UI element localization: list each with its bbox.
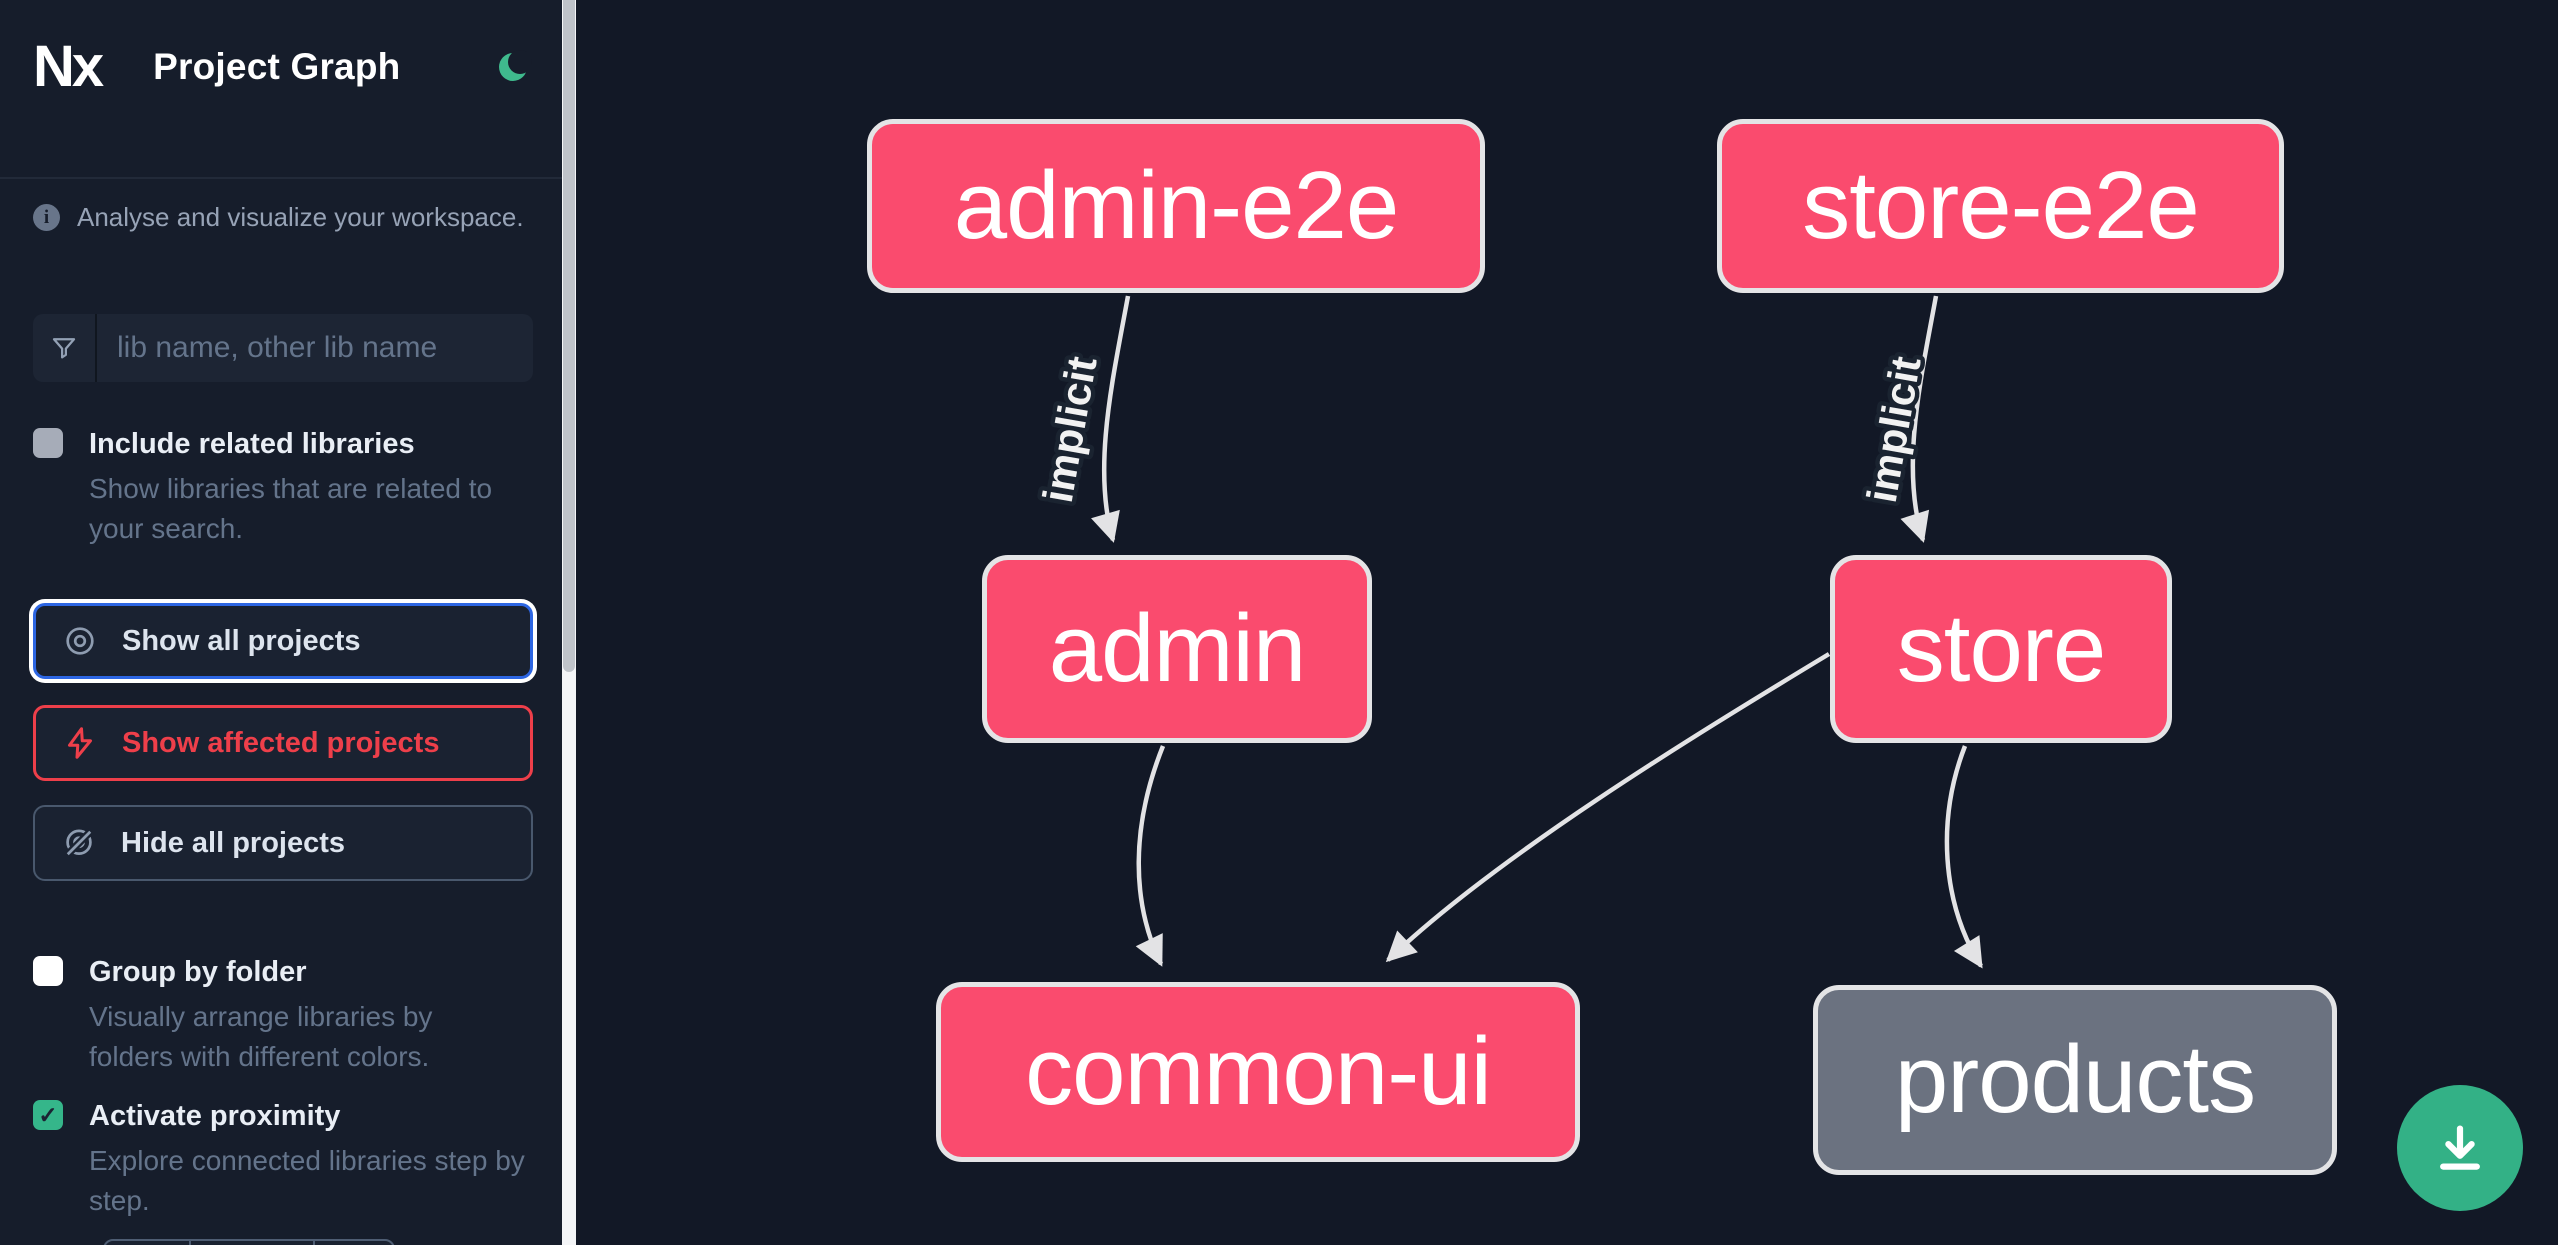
tagline-row: i Analyse and visualize your workspace.: [33, 202, 524, 233]
edge-label-implicit-left: implicit: [1034, 353, 1106, 506]
tagline-text: Analyse and visualize your workspace.: [77, 202, 524, 232]
include-related-option[interactable]: Include related libraries Show libraries…: [33, 424, 541, 549]
edge-store-to-products: [1944, 745, 1983, 969]
stepper-increment[interactable]: [313, 1239, 395, 1245]
download-icon: [2440, 1125, 2480, 1170]
edge-admin-e2e-to-admin: [1091, 295, 1131, 543]
info-icon: i: [33, 204, 60, 231]
header-divider: [0, 177, 562, 179]
nx-logo: Nx: [33, 34, 104, 99]
sidebar: Nx Project Graph i Analyse and visualize…: [0, 0, 562, 1245]
eye-icon: [66, 627, 94, 655]
graph-node-common-ui[interactable]: common-ui: [936, 982, 1580, 1162]
graph-node-admin-e2e[interactable]: admin-e2e: [867, 119, 1485, 293]
show-affected-projects-button[interactable]: Show affected projects: [33, 705, 533, 781]
activate-proximity-description: Explore connected libraries step by step…: [89, 1145, 525, 1216]
activate-proximity-checkbox[interactable]: ✓: [33, 1100, 63, 1130]
search-input[interactable]: [97, 314, 533, 382]
hide-all-projects-label: Hide all projects: [121, 826, 346, 859]
graph-node-store[interactable]: store: [1830, 555, 2172, 743]
edge-store-to-common-ui: [1385, 652, 1831, 963]
bolt-icon: [68, 727, 92, 759]
hide-all-projects-button[interactable]: Hide all projects: [33, 805, 533, 881]
graph-node-admin[interactable]: admin: [982, 555, 1372, 743]
include-related-checkbox[interactable]: [33, 428, 63, 458]
sidebar-scrollbar-thumb[interactable]: [563, 0, 575, 672]
include-related-label: Include related libraries: [89, 428, 415, 460]
sidebar-header: Nx Project Graph: [33, 34, 532, 100]
show-all-projects-label: Show all projects: [122, 624, 361, 657]
filter-search: [33, 314, 533, 382]
download-graph-button[interactable]: [2397, 1085, 2523, 1211]
include-related-description: Show libraries that are related to your …: [89, 473, 493, 544]
graph-node-store-e2e[interactable]: store-e2e: [1717, 119, 2284, 293]
show-all-projects-button[interactable]: Show all projects: [33, 603, 533, 679]
activate-proximity-label: Activate proximity: [89, 1100, 341, 1132]
stepper-value: [189, 1239, 315, 1245]
dark-mode-moon-icon[interactable]: [496, 49, 532, 85]
funnel-icon: [33, 314, 97, 382]
activate-proximity-option[interactable]: ✓ Activate proximity Explore connected l…: [33, 1096, 549, 1221]
show-affected-projects-label: Show affected projects: [122, 726, 440, 759]
edge-label-implicit-right: implicit: [1858, 353, 1930, 506]
proximity-depth-stepper[interactable]: [103, 1239, 395, 1245]
sidebar-scrollbar[interactable]: [562, 0, 576, 1245]
group-by-folder-description: Visually arrange libraries by folders wi…: [89, 1001, 433, 1072]
group-by-folder-checkbox[interactable]: [33, 956, 63, 986]
edge-store-e2e-to-store: [1900, 295, 1939, 543]
page-title: Project Graph: [153, 46, 401, 87]
group-by-folder-label: Group by folder: [89, 956, 307, 988]
stepper-decrement[interactable]: [103, 1239, 191, 1245]
eye-off-icon: [64, 828, 94, 858]
graph-node-products[interactable]: products: [1813, 985, 2337, 1175]
group-by-folder-option[interactable]: Group by folder Visually arrange librari…: [33, 952, 509, 1077]
edge-admin-to-common-ui: [1135, 745, 1166, 967]
